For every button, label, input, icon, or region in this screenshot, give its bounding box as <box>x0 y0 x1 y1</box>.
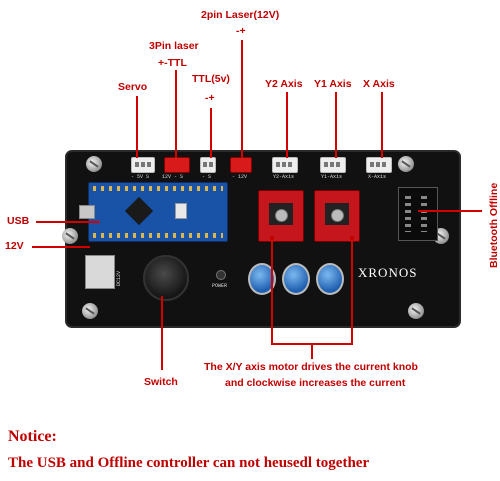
screw-top-right-icon <box>398 156 414 172</box>
y2-axis-label: Y2 Axis <box>265 78 303 90</box>
y2-axis-connector <box>272 157 298 173</box>
bluetooth-leader <box>418 210 482 212</box>
y2-leader <box>286 92 288 158</box>
laser2-leader <box>241 40 243 158</box>
silk-y2: Y2-Axis <box>273 174 295 180</box>
usb-port-icon <box>79 205 95 219</box>
ttl-polarity: -+ <box>205 92 215 104</box>
screw-bottom-left-icon <box>82 303 98 319</box>
servo-connector <box>131 157 155 173</box>
silk-x: X-Axis <box>368 174 387 180</box>
silk-ttl: - S <box>202 174 212 180</box>
silk-dc: DC12V <box>116 270 122 286</box>
power12v-label: 12V <box>5 240 24 252</box>
brand-logo: XRONOS <box>358 265 418 280</box>
driver-note-line2: and clockwise increases the current <box>225 377 406 389</box>
y2-driver <box>258 190 304 242</box>
laser-3pin-connector <box>164 157 190 173</box>
screw-bottom-right-icon <box>408 303 424 319</box>
y1-axis-label: Y1 Axis <box>314 78 352 90</box>
power12v-leader <box>32 246 90 248</box>
laser3-leader <box>175 70 177 158</box>
silk-y1: Y1-Axis <box>321 174 343 180</box>
bluetooth-header <box>398 187 438 241</box>
switch-label: Switch <box>144 376 178 388</box>
servo-leader <box>136 96 138 158</box>
power-switch-knob <box>143 255 189 301</box>
silk-servo: - 5V S <box>131 174 150 180</box>
laser2-polarity: -+ <box>236 25 246 37</box>
capacitor-2-icon <box>282 263 310 295</box>
driver-leader-right <box>351 238 353 344</box>
notice-text: The USB and Offline controller can not h… <box>8 455 370 471</box>
x-axis-connector <box>366 157 392 173</box>
power-led-icon <box>216 270 226 280</box>
driver-note-line1: The X/Y axis motor drives the current kn… <box>204 361 418 373</box>
laser3-polarity: +-TTL <box>158 57 187 69</box>
laser-2pin-connector <box>230 157 252 173</box>
silk-laser3: 12V - S <box>162 174 184 180</box>
ttl-connector <box>200 157 216 173</box>
y1-driver <box>314 190 360 242</box>
driver-dot-right <box>350 236 354 240</box>
notice-title: Notice: <box>8 428 57 445</box>
screw-left-icon <box>62 228 78 244</box>
arduino-nano <box>79 182 228 242</box>
bluetooth-label: Bluetooth Offline <box>488 182 500 268</box>
driver-dot-left <box>270 236 274 240</box>
mcu-chip-icon <box>124 196 154 226</box>
reset-button-icon <box>175 203 187 219</box>
servo-label: Servo <box>118 81 148 93</box>
silk-power: POWER <box>212 283 228 289</box>
silk-laser2: - 12V <box>232 174 248 180</box>
driver-leader-stem <box>311 343 313 359</box>
usb-label: USB <box>7 215 30 227</box>
screw-top-left-icon <box>86 156 102 172</box>
switch-leader <box>161 296 163 370</box>
usb-leader <box>36 221 100 223</box>
y1-axis-connector <box>320 157 346 173</box>
driver-leader-left <box>271 238 273 344</box>
y1-leader <box>335 92 337 158</box>
x-leader <box>381 92 383 158</box>
ttl-label: TTL(5v) <box>192 73 230 85</box>
ttl-leader <box>210 108 212 158</box>
laser3-label: 3Pin laser <box>149 40 199 52</box>
x-axis-label: X Axis <box>363 78 395 90</box>
dc-jack <box>85 255 115 289</box>
capacitor-3-icon <box>316 263 344 295</box>
laser2-label: 2pin Laser(12V) <box>201 9 280 21</box>
